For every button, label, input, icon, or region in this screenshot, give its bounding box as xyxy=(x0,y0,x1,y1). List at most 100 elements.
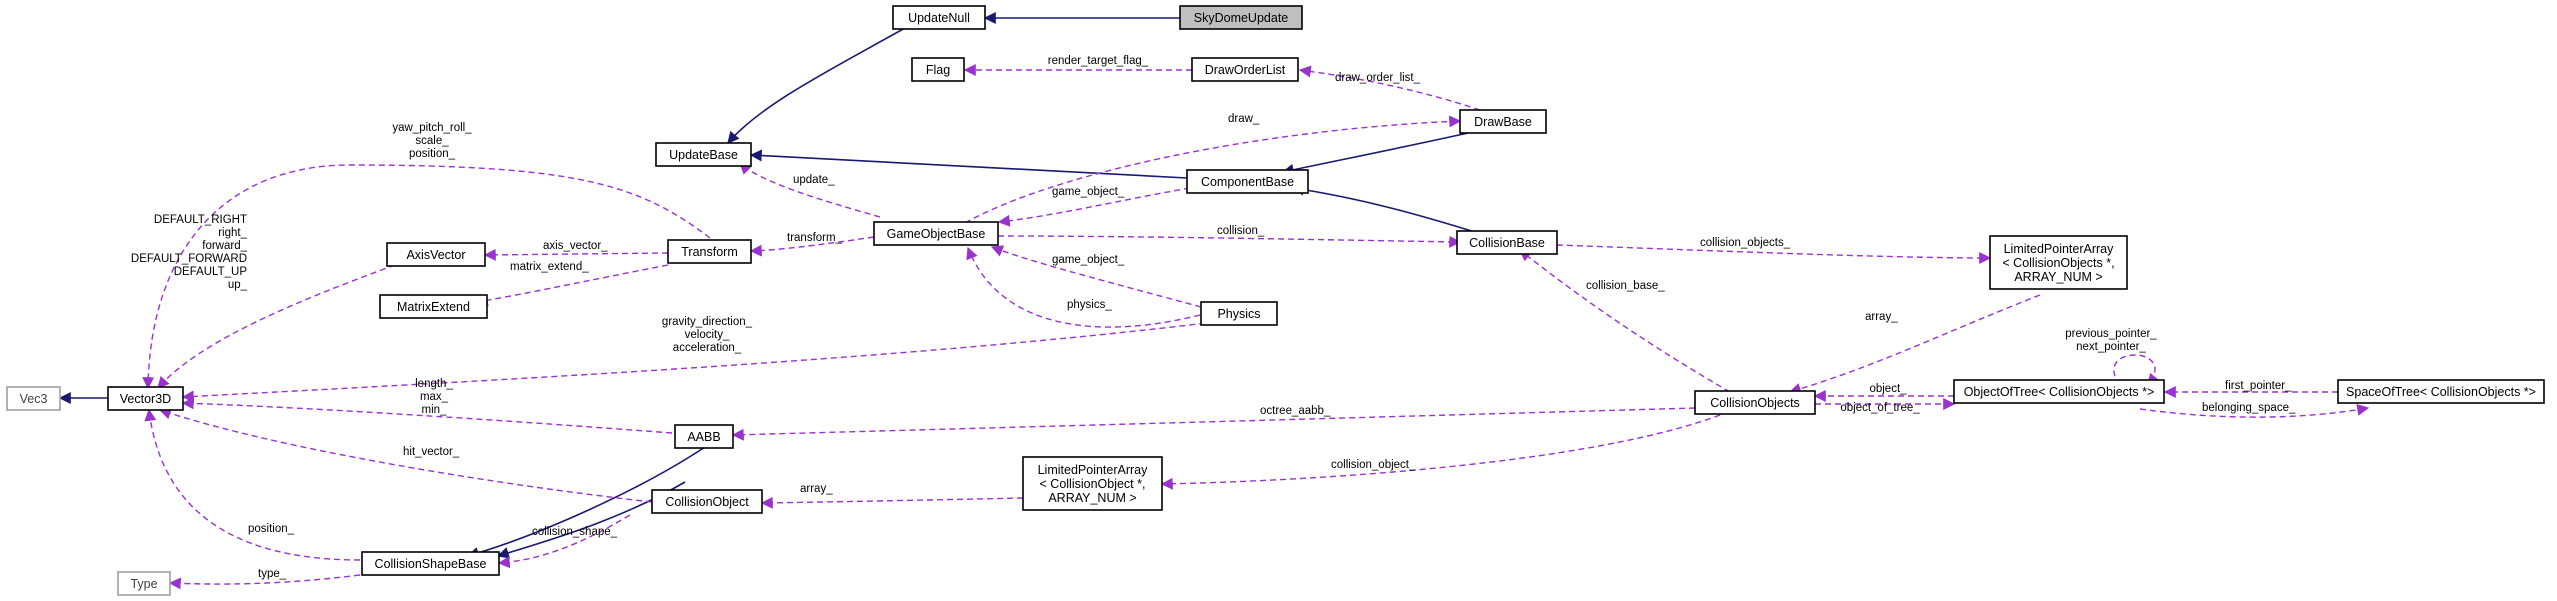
inherit-edge-updatenull-updatebase xyxy=(727,27,906,144)
node-update-null[interactable]: UpdateNull xyxy=(892,5,986,30)
edge-label-type: type_ xyxy=(258,568,287,580)
node-physics-box xyxy=(1200,301,1278,326)
use-edge-matrix-extend xyxy=(475,264,669,307)
use-edge-yaw-pitch-roll xyxy=(142,164,711,390)
inherit-edge-collisionbase-component xyxy=(1291,183,1479,234)
use-edge-physics xyxy=(966,246,1201,328)
node-game-object-base[interactable]: GameObjectBase xyxy=(873,221,999,246)
use-edge-belonging-space xyxy=(2139,403,2370,418)
use-edge-hit-vector xyxy=(158,407,653,503)
edge-label-array-object: array_ xyxy=(800,483,833,495)
use-edge-collision-object xyxy=(1160,414,1721,490)
edge-label-update: update_ xyxy=(793,174,835,186)
edge-label-collision-object: collision_object_ xyxy=(1331,459,1416,471)
use-edge-collision-base xyxy=(1519,249,1731,393)
node-transform[interactable]: Transform xyxy=(667,239,752,264)
node-object-of-tree[interactable]: ObjectOfTree< CollisionObjects *> xyxy=(1953,379,2165,404)
node-flag[interactable]: Flag xyxy=(911,57,965,82)
node-type-box xyxy=(117,571,171,596)
inherit-edge-drawbase-component xyxy=(1281,132,1469,176)
node-update-null-label: UpdateNull xyxy=(908,11,970,25)
node-aabb[interactable]: AABB xyxy=(674,424,734,449)
use-edge-array-object xyxy=(760,496,1024,509)
node-game-object-base-label: GameObjectBase xyxy=(887,227,986,241)
node-limited-array-object[interactable]: LimitedPointerArray< CollisionObject *,A… xyxy=(1022,456,1163,511)
node-physics[interactable]: Physics xyxy=(1200,301,1278,326)
node-flag-label: Flag xyxy=(926,63,950,77)
edge-label-position: position_ xyxy=(248,523,295,535)
node-axis-vector-box xyxy=(386,242,486,267)
node-flag-box xyxy=(911,57,965,82)
edge-label-first-pointer: first_pointer_ xyxy=(2225,380,2292,392)
use-edge-update xyxy=(739,162,881,218)
node-collision-objects-label: CollisionObjects xyxy=(1710,396,1800,410)
node-draw-order-list[interactable]: DrawOrderList xyxy=(1191,57,1299,82)
inherit-edge-aabb-shape xyxy=(466,446,706,559)
edge-label-octree-aabb: octree_aabb_ xyxy=(1260,405,1331,417)
node-space-of-tree[interactable]: SpaceOfTree< CollisionObjects *> xyxy=(2337,379,2545,404)
node-matrix-extend-label: MatrixExtend xyxy=(397,300,470,314)
use-edge-position xyxy=(144,408,361,561)
node-update-base[interactable]: UpdateBase xyxy=(655,142,752,167)
node-collision-objects-box xyxy=(1694,390,1816,415)
node-collision-objects[interactable]: CollisionObjects xyxy=(1694,390,1816,415)
node-limited-array-objects[interactable]: LimitedPointerArray< CollisionObjects *,… xyxy=(1989,235,2128,290)
node-collision-shape-base[interactable]: CollisionShapeBase xyxy=(361,551,500,576)
edge-label-physics: physics_ xyxy=(1067,299,1112,311)
node-draw-order-list-box xyxy=(1191,57,1299,82)
node-limited-array-object-label: ARRAY_NUM > xyxy=(1048,491,1136,505)
node-transform-label: Transform xyxy=(681,245,738,259)
node-component-base-box xyxy=(1186,169,1309,194)
node-collision-base[interactable]: CollisionBase xyxy=(1456,230,1558,255)
node-vector3d-box xyxy=(107,386,184,411)
inherit-edge-component-updatebase xyxy=(749,149,1188,179)
use-edge-draw-order-list xyxy=(1298,65,1481,111)
use-edge-length-max-min xyxy=(181,397,673,434)
node-matrix-extend-box xyxy=(379,294,488,319)
node-collision-object-label: CollisionObject xyxy=(665,495,749,509)
edge-label-length-max-min: length_max_min_ xyxy=(415,378,453,416)
use-edge-game-object-component xyxy=(997,187,1191,227)
edge-label-collision-shape: collision_shape_ xyxy=(532,526,618,538)
node-vector3d-label: Vector3D xyxy=(120,392,171,406)
node-object-of-tree-box xyxy=(1953,379,2165,404)
edge-label-draw: draw_ xyxy=(1228,113,1260,125)
node-collision-object[interactable]: CollisionObject xyxy=(651,489,763,514)
edge-label-collision: collision_ xyxy=(1217,225,1265,237)
node-type[interactable]: Type xyxy=(117,571,171,596)
use-edge-octree-aabb xyxy=(731,407,1696,441)
node-type-label: Type xyxy=(130,577,157,591)
node-collision-shape-base-label: CollisionShapeBase xyxy=(375,557,487,571)
node-vector3d[interactable]: Vector3D xyxy=(107,386,184,411)
node-limited-array-objects-box xyxy=(1989,235,2128,290)
use-edge-collision xyxy=(997,235,1462,248)
use-edge-type xyxy=(168,574,361,590)
node-component-base[interactable]: ComponentBase xyxy=(1186,169,1309,194)
edge-label-game-object-physics: game_object_ xyxy=(1052,254,1125,266)
node-draw-base[interactable]: DrawBase xyxy=(1459,109,1547,134)
node-sky-dome-update[interactable]: SkyDomeUpdate xyxy=(1179,5,1303,30)
edge-label-game-object-component: game_object_ xyxy=(1052,186,1125,198)
node-vec3[interactable]: Vec3 xyxy=(6,386,61,411)
node-game-object-base-box xyxy=(873,221,999,246)
node-sky-dome-update-box xyxy=(1179,5,1303,30)
use-edge-game-object-physics xyxy=(990,245,1202,308)
node-draw-base-box xyxy=(1459,109,1547,134)
edge-label-collision-objects: collision_objects_ xyxy=(1700,237,1791,249)
node-limited-array-object-box xyxy=(1022,456,1163,511)
edge-label-tree-pointers: previous_pointer_next_pointer_ xyxy=(2065,328,2157,353)
node-collision-base-box xyxy=(1456,230,1558,255)
node-object-of-tree-label: ObjectOfTree< CollisionObjects *> xyxy=(1964,385,2155,399)
edge-label-belonging-space: belonging_space_ xyxy=(2202,402,2296,414)
node-axis-vector[interactable]: AxisVector xyxy=(386,242,486,267)
node-collision-base-label: CollisionBase xyxy=(1469,236,1545,250)
edge-label-matrix-extend: matrix_extend_ xyxy=(510,261,589,273)
node-space-of-tree-label: SpaceOfTree< CollisionObjects *> xyxy=(2346,385,2536,399)
edge-label-array-objects: array_ xyxy=(1865,311,1898,323)
node-limited-array-objects-label: LimitedPointerArray xyxy=(2004,242,2115,256)
node-aabb-label: AABB xyxy=(687,430,720,444)
node-matrix-extend[interactable]: MatrixExtend xyxy=(379,294,488,319)
node-physics-label: Physics xyxy=(1217,307,1260,321)
